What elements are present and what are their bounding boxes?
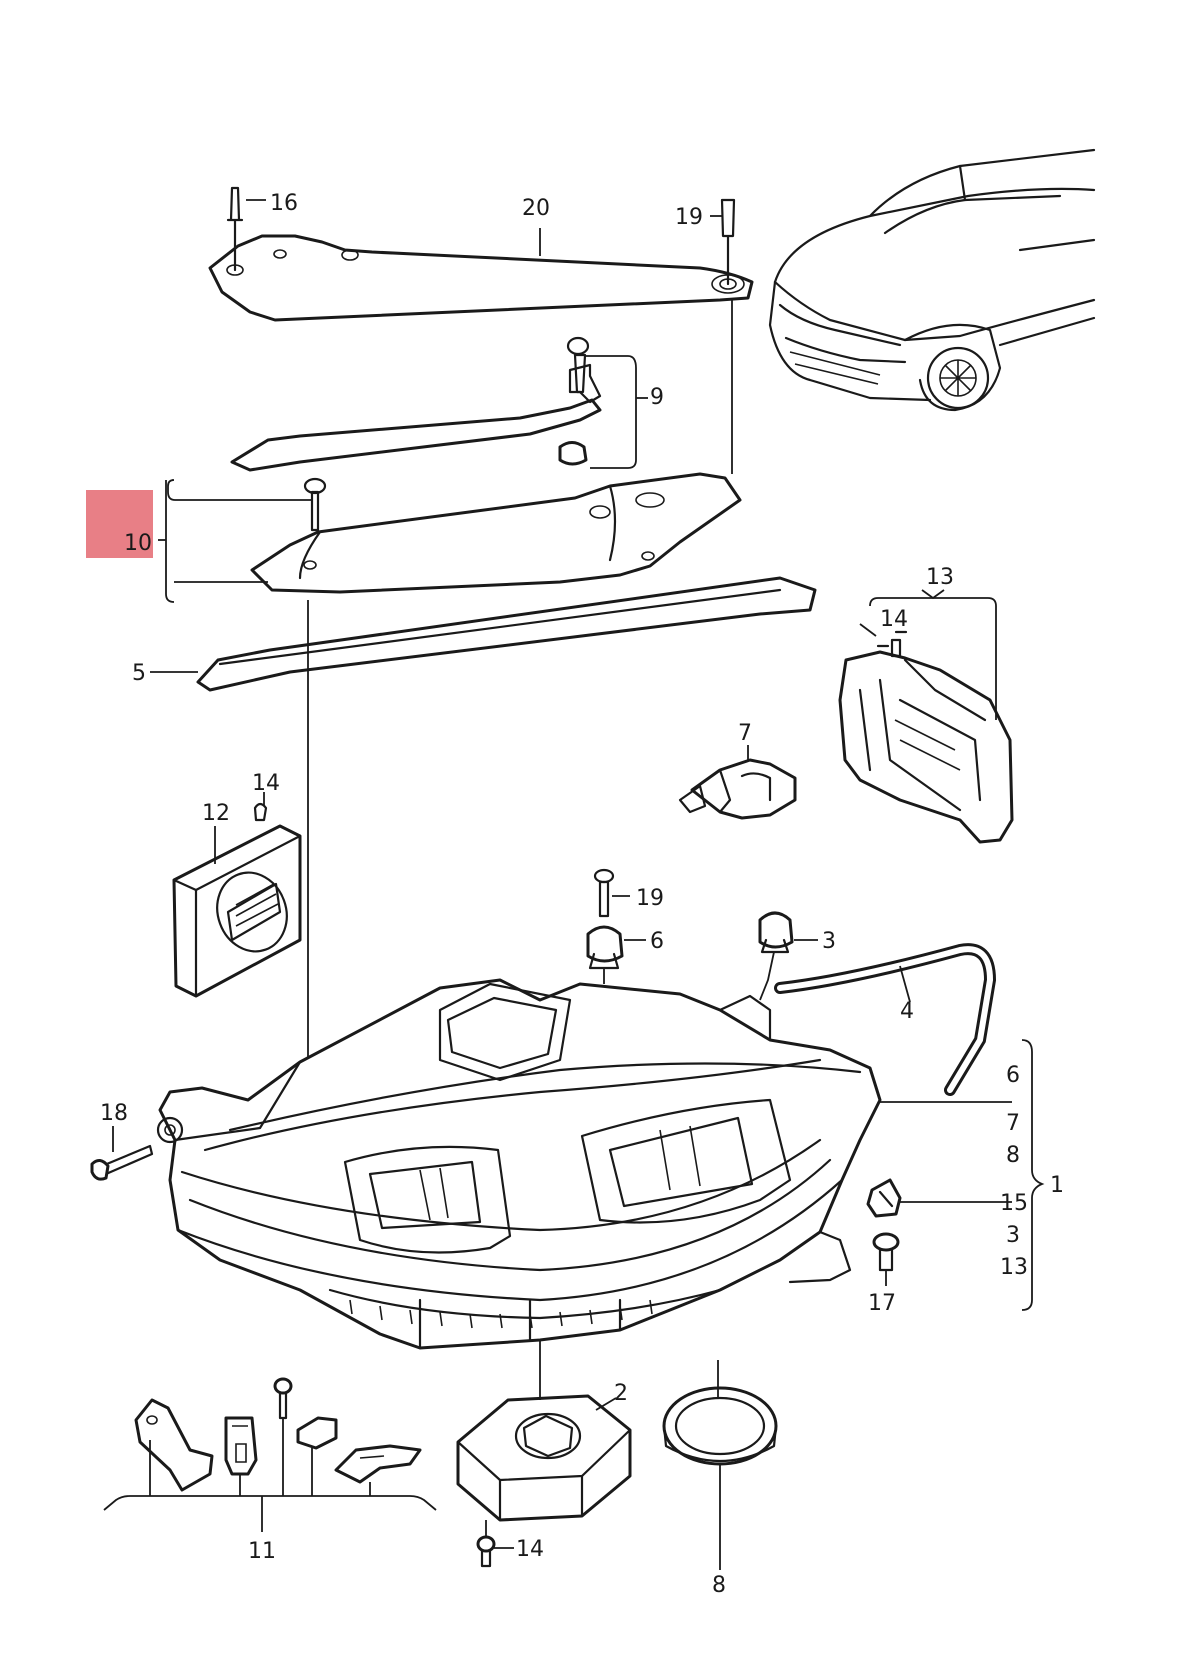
callout-5: 5 [132,661,146,686]
fasteners-middle [586,868,818,1001]
callout-9: 9 [650,385,664,410]
part-12-control-module [172,802,302,998]
callout-10: 10 [124,531,152,556]
part-20-upper-bracket [208,186,754,322]
callout-14-left: 14 [252,771,280,796]
callout-16: 16 [270,191,298,216]
callout-list-1: 1 [1050,1173,1064,1198]
part-4-seal [774,943,997,1096]
part-8-cap [662,1360,778,1570]
callout-11: 11 [248,1539,276,1564]
callout-list-8: 8 [1006,1143,1020,1168]
part-13-housing-bracket [838,589,1014,844]
part-11-bracket-set [103,1377,437,1532]
headlight-assembly [156,978,882,1350]
callout-8: 8 [712,1573,726,1598]
part-9-trim-strip [230,336,648,472]
callout-3: 3 [822,929,836,954]
callout-14-bottom: 14 [516,1537,544,1562]
callout-18: 18 [100,1101,128,1126]
callout-list-7: 7 [1006,1111,1020,1136]
part-2-ballast [456,1340,632,1568]
callout-labels: 16 20 19 9 10 5 13 14 7 14 12 19 6 3 4 1… [100,191,1064,1598]
parts-list-bracket [1021,1039,1045,1311]
fasteners-side [90,1101,1012,1286]
callout-20: 20 [522,196,550,221]
part-5-long-strip [150,576,817,692]
callout-6: 6 [650,929,664,954]
callout-12: 12 [202,801,230,826]
callout-list-13: 13 [1000,1255,1028,1280]
part-7-bulb-socket [678,745,797,820]
part-10-cover [158,472,742,603]
callout-13: 13 [926,565,954,590]
callout-2: 2 [614,1381,628,1406]
highlight-marker [86,490,153,558]
callout-list-6: 6 [1006,1063,1020,1088]
callout-list-3: 3 [1006,1223,1020,1248]
callout-7: 7 [738,721,752,746]
callout-19-mid: 19 [636,886,664,911]
callout-list-15: 15 [1000,1191,1028,1216]
callout-4: 4 [900,999,914,1024]
callout-19-top: 19 [675,205,703,230]
callout-17: 17 [868,1291,896,1316]
vehicle-location-illustration [768,148,1096,412]
callout-14-right: 14 [880,607,908,632]
